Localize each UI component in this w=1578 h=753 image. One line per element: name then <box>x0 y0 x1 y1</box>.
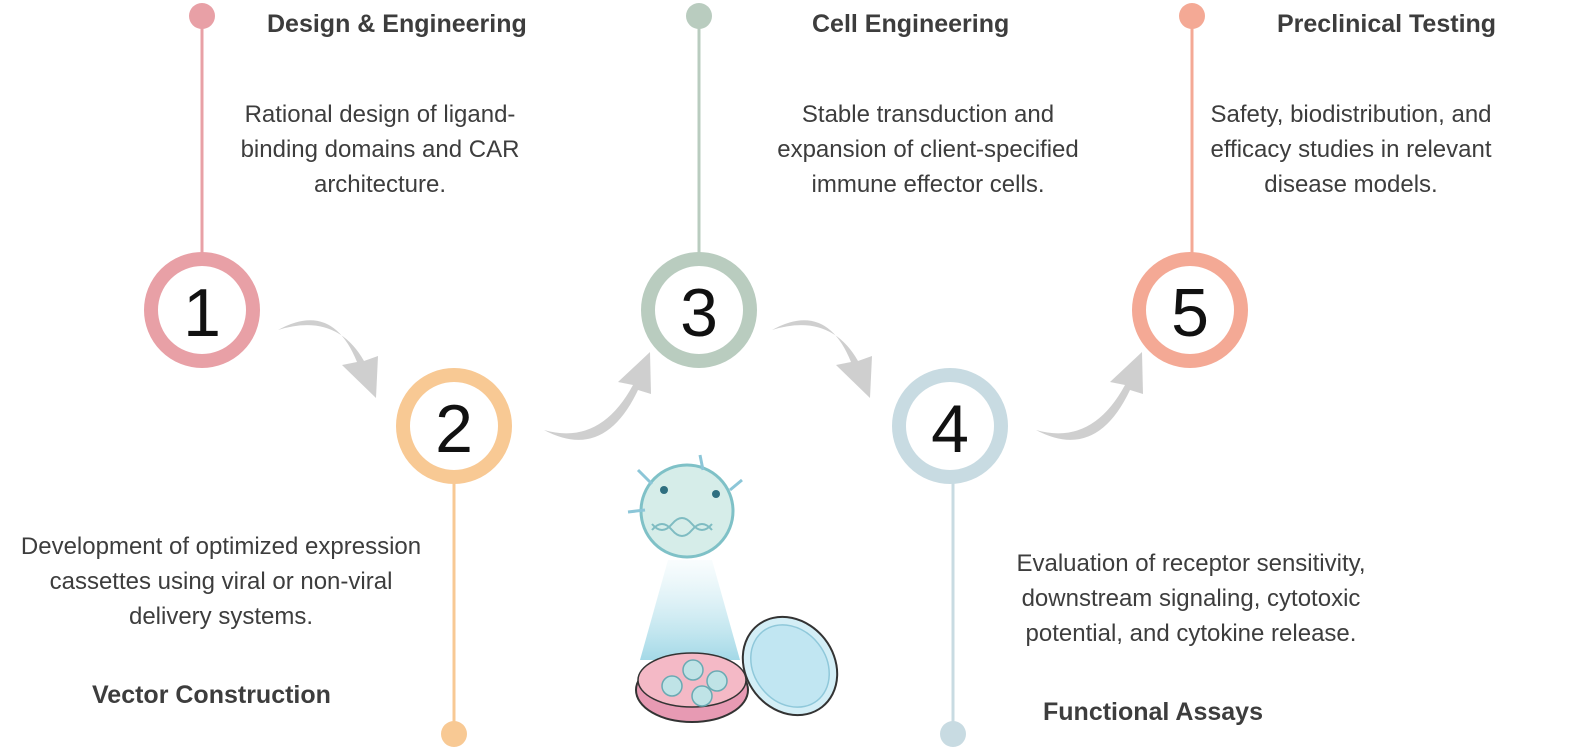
step-circle-5: 5 <box>1132 252 1248 368</box>
arrow-2-to-3-icon <box>544 352 651 440</box>
arrow-4-to-5-icon <box>1036 352 1143 440</box>
step-1-title: Design & Engineering <box>267 10 527 38</box>
step-3-description: Stable transduction and expansion of cli… <box>777 101 1079 198</box>
step-1-dot <box>189 3 215 29</box>
step-4-title: Functional Assays <box>1043 698 1263 726</box>
step-5-description: Safety, biodistribution, and efficacy st… <box>1210 101 1492 198</box>
step-2-title: Vector Construction <box>92 681 331 709</box>
step-circle-4: 4 <box>892 368 1008 484</box>
step-number-5: 5 <box>1171 275 1209 351</box>
step-circle-2: 2 <box>396 368 512 484</box>
arrow-1-to-2-icon <box>278 320 378 398</box>
step-number-2: 2 <box>435 391 473 467</box>
step-circle-3: 3 <box>641 252 757 368</box>
step-number-4: 4 <box>931 391 969 467</box>
step-4-description: Evaluation of receptor sensitivity, down… <box>1016 550 1366 647</box>
step-number-1: 1 <box>183 275 221 351</box>
cell-icon <box>627 454 743 660</box>
step-number-3: 3 <box>680 275 718 351</box>
petri-dish-icon <box>635 615 839 723</box>
connector-lines <box>189 3 1205 747</box>
step-2-dot <box>441 721 467 747</box>
step-1-description: Rational design of ligand-binding domain… <box>240 101 520 198</box>
step-2-description: Development of optimized expression cass… <box>20 533 422 630</box>
step-5-dot <box>1179 3 1205 29</box>
step-5-title: Preclinical Testing <box>1277 10 1497 38</box>
step-3-title: Cell Engineering <box>812 10 1010 38</box>
step-3-dot <box>686 3 712 29</box>
arrow-3-to-4-icon <box>772 320 872 398</box>
step-4-dot <box>940 721 966 747</box>
flow-arrows <box>278 320 1143 440</box>
step-circle-1: 1 <box>144 252 260 368</box>
